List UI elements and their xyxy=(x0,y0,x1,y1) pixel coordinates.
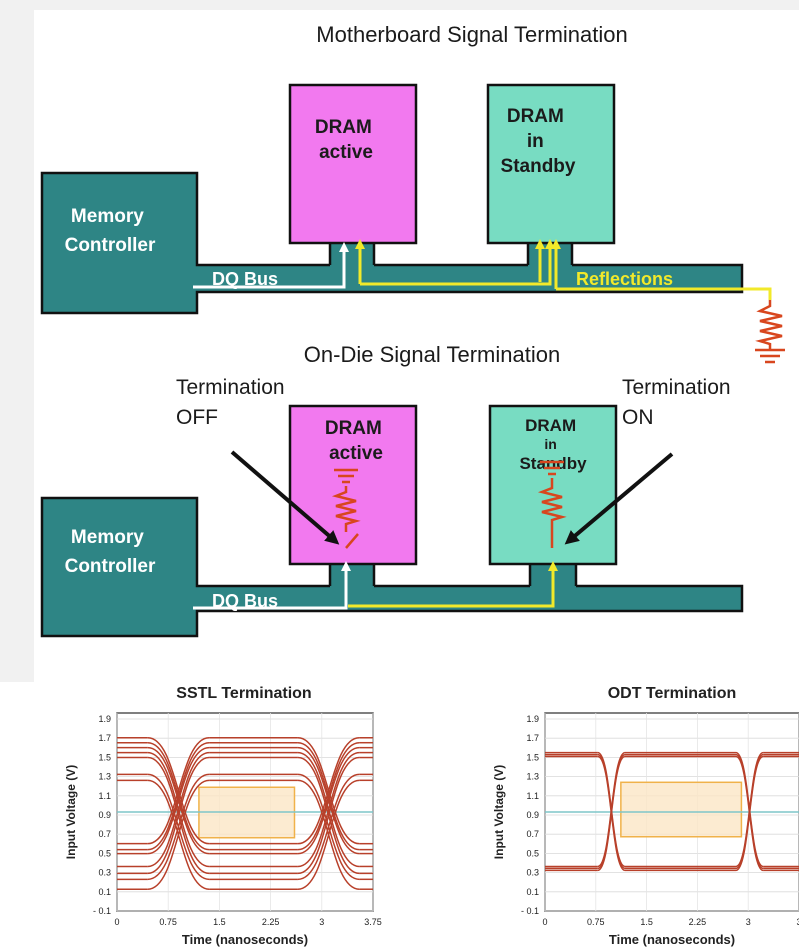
eye-trace xyxy=(597,755,626,872)
y-tick-label: 0.1 xyxy=(98,887,111,897)
dram-standby-label-2: DRAM in Standby xyxy=(519,416,587,473)
memory-controller-label-2: Memory Controller xyxy=(65,527,156,577)
y-axis-label: Input Voltage (V) xyxy=(492,765,506,859)
motherboard-termination-resistor xyxy=(755,300,785,364)
x-tick-label: 2.25 xyxy=(262,917,280,927)
eye-trace xyxy=(297,741,360,851)
motherboard-title: Motherboard Signal Termination xyxy=(316,22,627,47)
y-tick-label: - 0.1 xyxy=(521,906,539,916)
dram-standby-label: DRAM in Standby xyxy=(501,106,576,177)
x-tick-label: 0.75 xyxy=(587,917,605,927)
on-die-resistor-off xyxy=(331,468,361,549)
termination-on-arrow xyxy=(564,452,674,545)
chart-title: SSTL Termination xyxy=(176,685,311,702)
eye-trace xyxy=(147,741,210,851)
x-tick-label: 3.75 xyxy=(364,917,382,927)
y-tick-label: 1.9 xyxy=(526,714,539,724)
dram-active-label-2: DRAM active xyxy=(325,418,387,464)
motherboard-termination-section: Motherboard Signal Termination Memory Co… xyxy=(40,22,785,364)
x-tick-label: 3 xyxy=(746,917,751,927)
y-tick-label: 0.7 xyxy=(526,829,539,839)
dram-standby-chip xyxy=(486,83,616,245)
dq-signal-line-2 xyxy=(193,561,351,610)
reflections-label: Reflections xyxy=(576,269,673,289)
y-tick-label: 0.9 xyxy=(98,810,111,820)
x-tick-label: 3 xyxy=(319,917,324,927)
y-tick-label: 1.1 xyxy=(526,791,539,801)
eye-trace xyxy=(297,779,360,890)
dram-active-chip xyxy=(288,83,418,245)
sstl-eye-chart: SSTL Termination 1.9 1.7 1.5 1.3 1.1 0.9 0.7 0.5… xyxy=(64,685,382,947)
x-tick-label: 2.25 xyxy=(689,917,707,927)
dq-bus-label: DQ Bus xyxy=(212,269,278,289)
eye-trace xyxy=(147,737,210,845)
y-tick-label: 0.1 xyxy=(526,887,539,897)
y-tick-label: 0.7 xyxy=(98,829,111,839)
x-tick-label: 0 xyxy=(114,917,119,927)
termination-off-arrow xyxy=(230,450,340,545)
eye-trace xyxy=(297,751,360,868)
y-tick-label: 1.9 xyxy=(98,714,111,724)
dq-signal-line xyxy=(193,242,349,289)
eye-window xyxy=(620,781,743,838)
dram-active-chip-2 xyxy=(288,404,418,566)
y-tick-label: - 0.1 xyxy=(93,906,111,916)
x-tick-label: 3 xyxy=(796,917,799,927)
chart-title: ODT Termination xyxy=(608,685,737,702)
on-die-termination-section: On-Die Signal Termination Termination OF… xyxy=(40,342,744,638)
y-tick-label: 1.7 xyxy=(98,733,111,743)
y-tick-label: 0.5 xyxy=(526,848,539,858)
odt-eye-chart: ODT Termination 1.9 1.7 1.5 1.3 1.1 0.9 0.7 0.5 0… xyxy=(492,685,799,947)
dram-active-label: DRAM active xyxy=(315,117,377,163)
eye-trace xyxy=(147,746,210,855)
x-axis-label: Time (nanoseconds) xyxy=(609,932,735,947)
eye-trace xyxy=(297,737,360,845)
y-tick-label: 1.7 xyxy=(526,733,539,743)
y-tick-label: 1.3 xyxy=(526,772,539,782)
y-tick-label: 1.5 xyxy=(98,752,111,762)
memory-controller-label: Memory Controller xyxy=(65,206,156,256)
y-tick-label: 0.9 xyxy=(526,810,539,820)
on-die-resistor-on xyxy=(537,460,567,548)
x-tick-label: 1.5 xyxy=(640,917,653,927)
termination-on-label: Termination ON xyxy=(622,376,736,429)
x-tick-label: 1.5 xyxy=(213,917,226,927)
y-axis-label: Input Voltage (V) xyxy=(64,765,78,859)
memory-controller-block-2 xyxy=(40,496,744,638)
dq-bus-label-2: DQ Bus xyxy=(212,591,278,611)
y-tick-label: 1.1 xyxy=(98,791,111,801)
eye-trace xyxy=(147,779,210,890)
eye-trace xyxy=(735,755,764,872)
on-die-yellow-signal xyxy=(348,561,558,608)
eye-trace xyxy=(297,746,360,855)
y-tick-label: 0.5 xyxy=(98,848,111,858)
x-tick-label: 0.75 xyxy=(159,917,177,927)
eye-trace xyxy=(297,756,360,875)
y-tick-label: 1.5 xyxy=(526,752,539,762)
memory-controller-block xyxy=(40,171,744,315)
eye-trace xyxy=(147,756,210,875)
eye-trace xyxy=(297,773,360,881)
termination-off-label: Termination OFF xyxy=(176,376,290,429)
y-tick-label: 1.3 xyxy=(98,772,111,782)
y-tick-label: 0.3 xyxy=(526,868,539,878)
reflection-paths xyxy=(355,239,772,300)
x-tick-label: 0 xyxy=(542,917,547,927)
x-axis-label: Time (nanoseconds) xyxy=(182,932,308,947)
eye-trace xyxy=(147,773,210,881)
y-tick-label: 0.3 xyxy=(98,868,111,878)
on-die-title: On-Die Signal Termination xyxy=(304,342,560,367)
eye-trace xyxy=(147,751,210,868)
